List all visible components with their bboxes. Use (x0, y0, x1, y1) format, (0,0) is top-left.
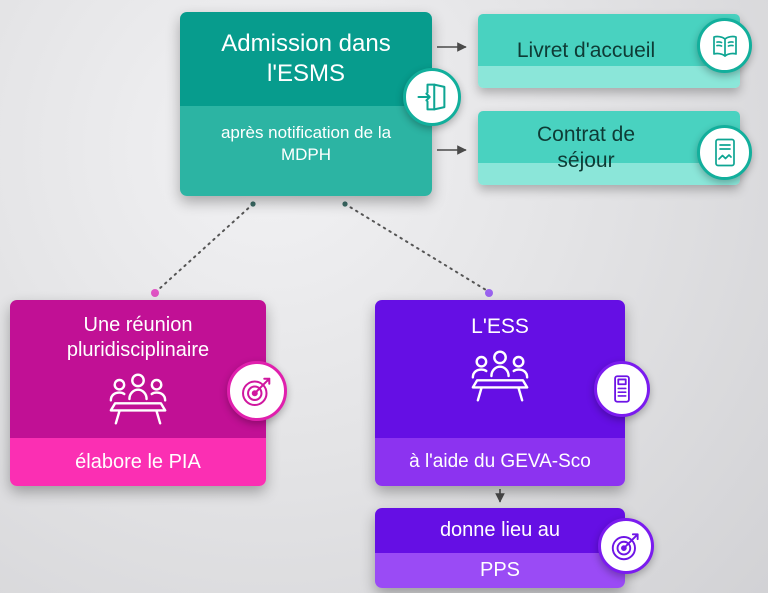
admission-box: Admission dans l'ESMS après notification… (180, 12, 432, 196)
dot-end-purple (485, 289, 493, 297)
livret-accueil-label: Livret d'accueil (516, 38, 656, 62)
ess-title: L'ESS (471, 315, 529, 338)
livret-accueil-box: Livret d'accueil (478, 14, 740, 88)
admission-subtitle: après notification de la MDPH (220, 122, 392, 164)
meeting-table-icon (103, 369, 173, 434)
ess-box: L'ESS à l'aide du GEVA-Sco (375, 300, 625, 486)
livret-accueil-label-wrap: Livret d'accueil (478, 14, 740, 88)
contrat-sejour-label-wrap: Contrat de séjour (478, 111, 740, 185)
dot-start-right (342, 201, 348, 207)
pps-line2: PPS (479, 559, 521, 581)
contrat-sejour-label: Contrat de séjour (536, 122, 636, 172)
pps-line2-section: PPS (375, 553, 625, 588)
contract-handshake-icon (697, 125, 752, 180)
pps-line1-section: donne lieu au (375, 508, 625, 553)
ess-title-section: L'ESS (375, 300, 625, 438)
reunion-subtitle: élabore le PIA (75, 450, 201, 473)
dot-end-pink (151, 289, 159, 297)
target-icon (227, 361, 287, 421)
ess-subtitle-section: à l'aide du GEVA-Sco (375, 438, 625, 486)
reunion-subtitle-section: élabore le PIA (10, 438, 266, 486)
pps-box: donne lieu au PPS (375, 508, 625, 588)
admission-title: Admission dans l'ESMS (221, 30, 391, 87)
dotted-link-to-meeting (157, 203, 254, 291)
contrat-sejour-fill (478, 111, 740, 185)
reunion-box: Une réunion pluridisciplinaire élabore l… (10, 300, 266, 486)
livret-accueil-fill (478, 14, 740, 88)
reunion-title: Une réunion pluridisciplinaire (66, 314, 210, 361)
meeting-table-icon (465, 346, 535, 411)
checklist-icon (594, 361, 650, 417)
ess-subtitle: à l'aide du GEVA-Sco (409, 451, 591, 472)
admission-subtitle-section: après notification de la MDPH (180, 106, 432, 196)
admission-title-section: Admission dans l'ESMS (180, 12, 432, 106)
target-icon (598, 518, 654, 574)
reunion-title-section: Une réunion pluridisciplinaire (10, 300, 266, 438)
door-exit-icon (403, 68, 461, 126)
contrat-sejour-box: Contrat de séjour (478, 111, 740, 185)
dot-start-left (250, 201, 256, 207)
pps-line1: donne lieu au (439, 519, 561, 541)
book-icon (697, 18, 752, 73)
dotted-link-to-ess (344, 203, 487, 291)
